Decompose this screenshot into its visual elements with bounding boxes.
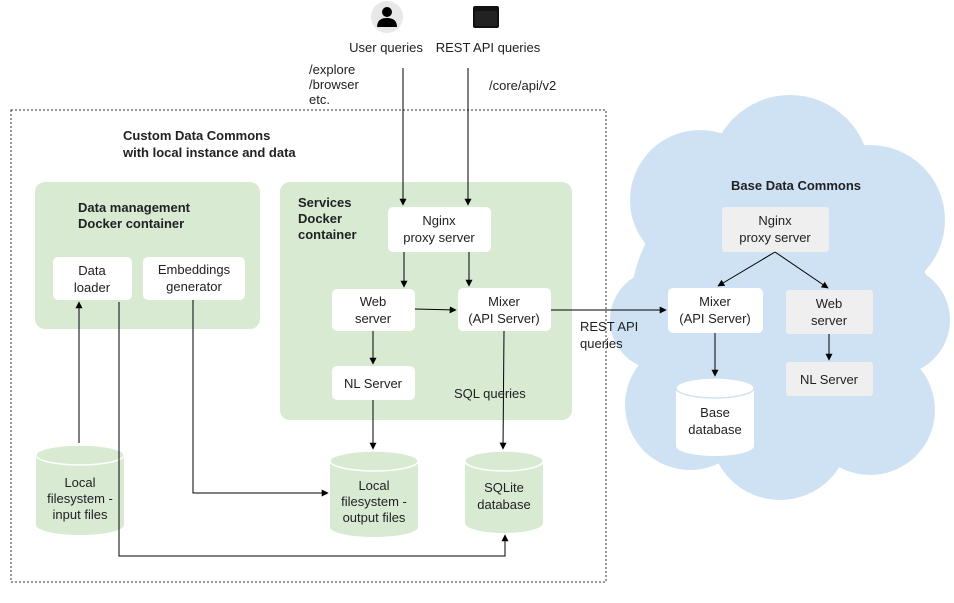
base-data-commons-cloud [610, 95, 950, 500]
paths-label-3: etc. [309, 92, 330, 107]
arrow-web-to-mixer [414, 306, 457, 314]
custom-data-commons-boundary [10, 109, 607, 583]
api-path-label: /core/api/v2 [489, 78, 556, 93]
user-queries-label: User queries [349, 40, 423, 55]
rest-api-between-label-2: queries [580, 336, 623, 351]
data-loader-label-1: Data [78, 263, 106, 278]
base-nl-server-label: NL Server [800, 372, 859, 387]
local-output-label-1: Local [358, 478, 389, 493]
mixer-label-1: Mixer [488, 294, 520, 309]
services-title-2: Docker [298, 211, 342, 226]
base-database-cylinder [675, 377, 755, 456]
mixer-box [458, 288, 551, 331]
base-mixer-label-1: Mixer [699, 294, 731, 309]
data-mgmt-title-1: Data management [78, 200, 191, 215]
nginx-proxy-box [388, 207, 491, 252]
sqlite-label-2: database [477, 497, 531, 512]
terminal-window-icon [473, 6, 499, 28]
local-output-label-2: filesystem - [341, 494, 407, 509]
base-web-label-1: Web [816, 296, 843, 311]
local-input-label-2: filesystem - [47, 491, 113, 506]
local-filesystem-output-cylinder [329, 450, 419, 537]
arrow-base-nginx-to-mixer [717, 251, 776, 287]
base-nl-server-box [786, 362, 873, 396]
nginx-label-2: proxy server [403, 230, 475, 245]
base-mixer-box [668, 288, 763, 333]
nl-server-label: NL Server [344, 376, 403, 391]
mixer-label-2: (API Server) [468, 311, 540, 326]
arrow-embeddings-to-local-output [192, 300, 329, 497]
person-icon [371, 1, 403, 33]
sql-queries-label: SQL queries [454, 386, 526, 401]
services-title-3: container [298, 227, 357, 242]
nginx-label-1: Nginx [422, 213, 456, 228]
data-mgmt-title-2: Docker container [78, 216, 184, 231]
embeddings-label-2: generator [166, 279, 222, 294]
local-input-label-1: Local [64, 475, 95, 490]
web-server-label-1: Web [360, 294, 387, 309]
web-server-box [332, 289, 415, 331]
data-loader-label-2: loader [74, 280, 111, 295]
base-db-label-2: database [688, 422, 742, 437]
rest-api-queries-label: REST API queries [436, 40, 541, 55]
services-container [280, 182, 572, 420]
rest-api-between-label-1: REST API [580, 319, 638, 334]
paths-label-1: /explore [309, 62, 355, 77]
arrow-base-nginx-to-web [774, 251, 829, 289]
base-db-label-1: Base [700, 405, 730, 420]
data-loader-box [53, 257, 132, 300]
paths-label-2: /browser [309, 77, 360, 92]
base-mixer-label-2: (API Server) [679, 311, 751, 326]
base-web-server-box [786, 290, 873, 334]
base-web-label-2: server [811, 313, 848, 328]
arrow-data-loader-to-sqlite [118, 302, 509, 557]
base-title: Base Data Commons [731, 178, 861, 193]
local-filesystem-input-cylinder [35, 444, 125, 535]
sqlite-label-1: SQLite [484, 480, 524, 495]
local-output-label-3: output files [343, 510, 406, 525]
local-input-label-3: input files [53, 507, 108, 522]
base-nginx-label-2: proxy server [739, 230, 811, 245]
base-nginx-label-1: Nginx [758, 213, 792, 228]
sqlite-database-cylinder [464, 450, 544, 533]
base-nginx-box [722, 207, 829, 252]
web-server-label-2: server [355, 311, 392, 326]
custom-title-2: with local instance and data [122, 145, 296, 160]
services-title-1: Services [298, 195, 352, 210]
nl-server-box [332, 366, 415, 400]
embeddings-generator-box [143, 257, 245, 300]
embeddings-label-1: Embeddings [158, 262, 231, 277]
arrow-mixer-to-sqlite [499, 330, 507, 450]
custom-title-1: Custom Data Commons [123, 128, 270, 143]
